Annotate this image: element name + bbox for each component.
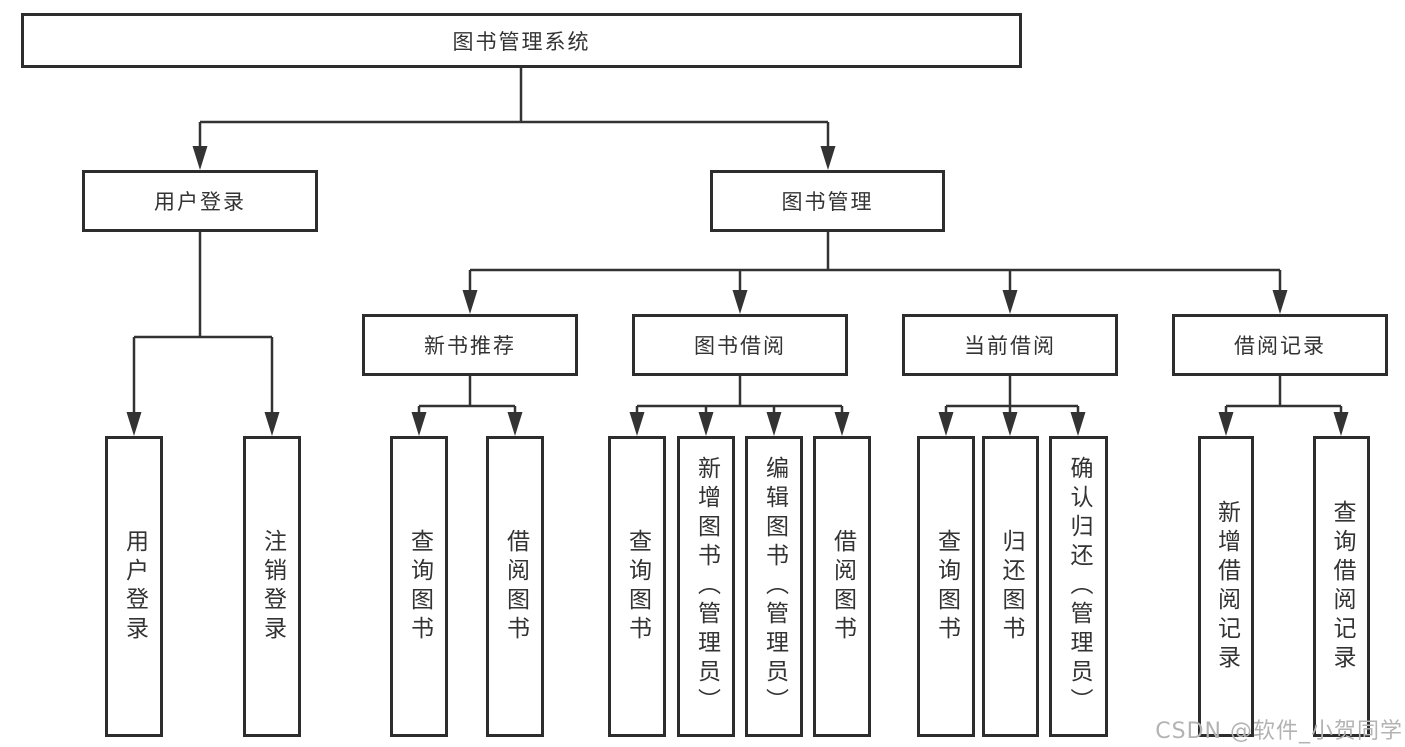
node-add-borrow-record: 新增借阅记录: [1198, 436, 1254, 737]
node-label: 编辑图书（管理员）: [761, 456, 788, 717]
node-label: 查询图书: [406, 528, 433, 645]
node-user-login-group: 用户登录: [82, 170, 318, 232]
node-label: 新书推荐: [424, 334, 516, 358]
node-borrow-books-recommend: 借阅图书: [486, 436, 544, 737]
node-borrow-books: 借阅图书: [813, 436, 871, 737]
node-return-books: 归还图书: [982, 436, 1039, 737]
node-label: 图书管理: [781, 190, 874, 214]
node-label: 新增图书（管理员）: [693, 456, 720, 717]
node-label: 当前借阅: [964, 334, 1056, 358]
node-library-management-system: 图书管理系统: [21, 13, 1022, 68]
node-label: 借阅图书: [502, 528, 529, 645]
node-query-books-borrowing: 查询图书: [608, 436, 666, 737]
node-label: 图书管理系统: [452, 29, 591, 54]
node-borrowing-records: 借阅记录: [1172, 314, 1388, 376]
node-label: 借阅图书: [829, 528, 856, 645]
node-label: 注销登录: [259, 528, 286, 645]
node-label: 确认归还（管理员）: [1066, 456, 1092, 717]
node-book-borrowing: 图书借阅: [632, 314, 848, 376]
node-logout: 注销登录: [243, 436, 301, 737]
node-label: 查询借阅记录: [1329, 499, 1355, 674]
node-label: 查询图书: [624, 528, 651, 645]
node-label: 借阅记录: [1234, 334, 1326, 358]
node-label: 用户登录: [154, 190, 246, 214]
node-edit-books-admin: 编辑图书（管理员）: [745, 436, 803, 737]
node-label: 用户登录: [121, 528, 148, 645]
node-label: 新增借阅记录: [1213, 499, 1240, 674]
node-confirm-return-admin: 确认归还（管理员）: [1049, 436, 1108, 737]
node-new-book-recommendation: 新书推荐: [362, 314, 578, 376]
node-query-books-current: 查询图书: [917, 436, 975, 737]
node-book-management: 图书管理: [710, 170, 945, 232]
csdn-watermark: CSDN @软件_小贺同学: [1155, 719, 1403, 744]
node-query-borrow-record: 查询借阅记录: [1313, 436, 1370, 737]
node-user-login: 用户登录: [105, 436, 163, 737]
node-add-books-admin: 新增图书（管理员）: [677, 436, 735, 737]
node-label: 归还图书: [998, 528, 1024, 645]
node-label: 查询图书: [933, 528, 960, 645]
node-current-borrowing: 当前借阅: [902, 314, 1118, 376]
node-label: 图书借阅: [694, 334, 786, 358]
node-query-books-recommend: 查询图书: [390, 436, 448, 737]
